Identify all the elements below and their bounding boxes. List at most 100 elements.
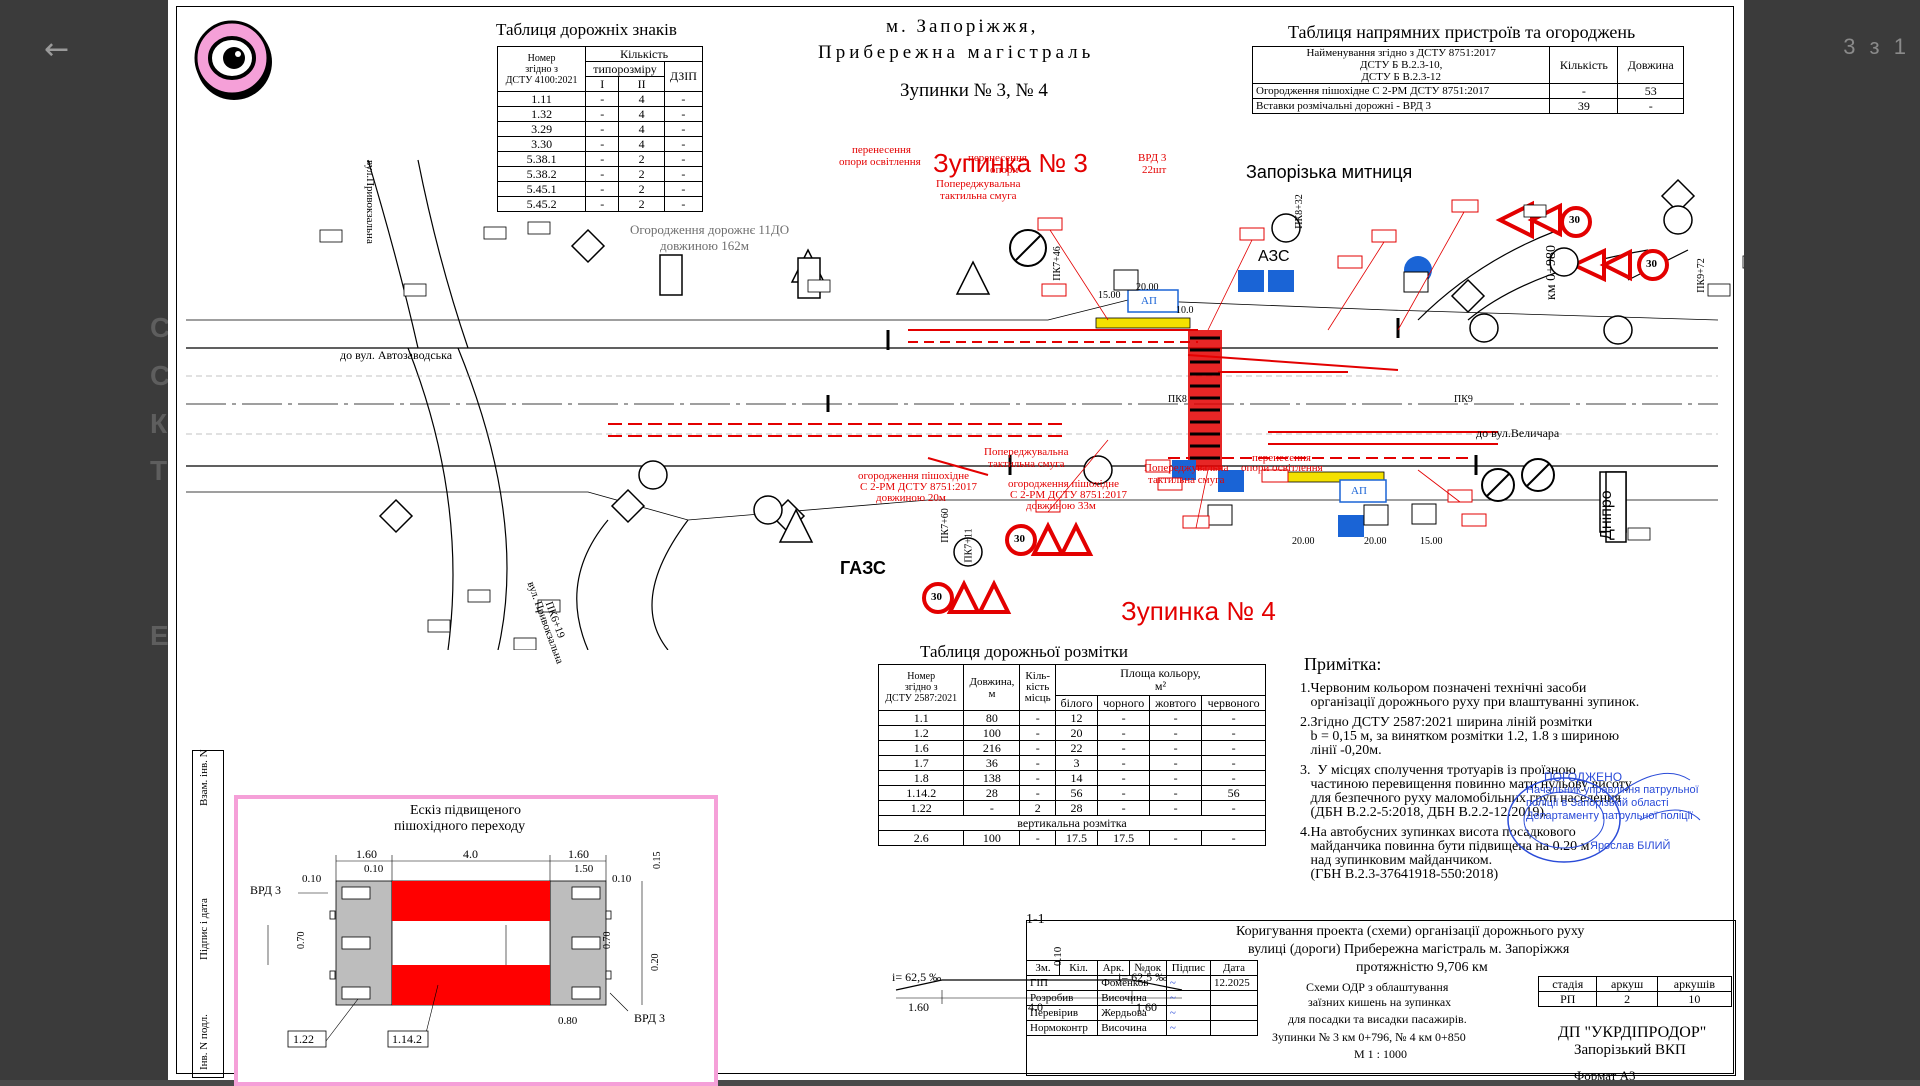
table-cell: - bbox=[663, 166, 704, 182]
marking-table-head-area-unit: м² bbox=[1154, 679, 1167, 693]
vrd3-label: ВРД 3 bbox=[1138, 152, 1167, 164]
callout-box bbox=[1041, 283, 1067, 297]
note-line: 3. У місцях сполучення тротуарів із прої… bbox=[1300, 763, 1576, 778]
table-cell: 12.2025 bbox=[1210, 975, 1258, 991]
bus-shelter-label: АП bbox=[1141, 295, 1157, 307]
speed-limit-value: 30 bbox=[1569, 214, 1580, 226]
bus-stop-sign-icon bbox=[1172, 460, 1196, 480]
side-road-1 bbox=[407, 347, 454, 650]
table-cell: - bbox=[1097, 725, 1151, 741]
road-sign-icon bbox=[753, 495, 783, 525]
note-line: майданчика повинна бути підвищена на 0.2… bbox=[1300, 839, 1590, 854]
label-box bbox=[319, 229, 343, 243]
marking-table-head-length: Довжина, bbox=[969, 675, 1015, 688]
table-row: 5.45.2-2- bbox=[496, 196, 704, 212]
table-cell: Огородження пішохідне С 2-РМ ДСТУ 8751:2… bbox=[1251, 83, 1551, 99]
table-cell: Розробив bbox=[1025, 990, 1099, 1006]
road-sign-icon bbox=[1603, 315, 1633, 345]
seal-icon bbox=[1507, 777, 1621, 863]
speed-limit-value: 30 bbox=[1014, 533, 1025, 545]
crossing-red-strip bbox=[392, 965, 550, 1005]
background-letter: Т bbox=[150, 455, 168, 486]
sketch-dimension: 1.60 bbox=[568, 847, 589, 861]
table-cell: 80 bbox=[963, 710, 1021, 726]
table-cell: 17.5 bbox=[1097, 830, 1151, 846]
table-cell: - bbox=[663, 196, 704, 212]
move-support-label: опори bbox=[990, 164, 1019, 176]
table-cell: 56 bbox=[1054, 785, 1099, 801]
priority-road-sign-icon bbox=[610, 488, 646, 524]
table-cell: - bbox=[1201, 710, 1266, 726]
table-cell: - bbox=[1149, 725, 1203, 741]
customs-label: Запорізька митниця bbox=[1246, 162, 1413, 182]
seal-icon bbox=[1523, 791, 1605, 849]
sketch-dimension: 0.70 bbox=[296, 931, 307, 950]
vrd3-insert bbox=[605, 970, 612, 980]
red-marking-line bbox=[1187, 354, 1399, 371]
table-cell: - bbox=[1149, 755, 1203, 771]
bus-platform-stop3 bbox=[1095, 317, 1191, 329]
notes-title: Примітка: bbox=[1304, 654, 1382, 674]
title-block-scale: М 1 : 1000 bbox=[1354, 1047, 1408, 1061]
tactile-strip-label: Попереджувальна bbox=[984, 446, 1069, 458]
vrd3-insert bbox=[571, 986, 601, 1000]
sketch-vrd3-label: ВРД 3 bbox=[634, 1011, 665, 1025]
bus-shelter-stop3 bbox=[1127, 289, 1179, 313]
label-box bbox=[1707, 283, 1731, 297]
table-cell: - bbox=[1201, 800, 1266, 816]
table-row: 5.38.1-2- bbox=[496, 151, 704, 167]
table-cell: 28 bbox=[963, 785, 1021, 801]
vrd3-insert bbox=[571, 886, 601, 900]
side-road-4 bbox=[417, 159, 469, 349]
eye-logo-icon[interactable] bbox=[190, 18, 274, 102]
title-block-desc: для посадки та висадки пасажирів. bbox=[1288, 1012, 1467, 1026]
approval-name: Ярослав БІЛИЙ bbox=[1590, 840, 1671, 852]
fence-length: довжиною 162м bbox=[660, 238, 749, 253]
label-box bbox=[513, 637, 537, 650]
table-cell: 100 bbox=[963, 830, 1021, 846]
table-cell: - bbox=[1149, 710, 1203, 726]
fence-label: огородження пішохідне bbox=[1008, 478, 1119, 490]
title-block-desc: Схеми ОДР з облаштування bbox=[1306, 980, 1449, 994]
table-row: 3.30-4- bbox=[496, 136, 704, 152]
section-slope: i= 62,5 ‰ bbox=[892, 970, 942, 984]
section-label: 1-1 bbox=[1026, 912, 1045, 927]
side-stamp-label: Взам. інв. N bbox=[198, 749, 210, 806]
title-block-title: Коригування проекта (схеми) організації … bbox=[1236, 924, 1585, 939]
table-cell: 17.5 bbox=[1054, 830, 1099, 846]
table-cell: 22 bbox=[1054, 740, 1099, 756]
road-sign-icon bbox=[1083, 455, 1113, 485]
marking-callout bbox=[287, 1030, 327, 1048]
fence-label: огородження пішохідне bbox=[858, 470, 969, 482]
side-stamp-label: Підпис і дата bbox=[198, 898, 210, 960]
road-sign-icon bbox=[1411, 503, 1437, 525]
back-arrow-icon[interactable]: ← bbox=[44, 32, 70, 67]
table-cell: - bbox=[1097, 770, 1151, 786]
signs-table-head-number: Номер bbox=[527, 52, 556, 64]
table-cell: - bbox=[1019, 785, 1056, 801]
table-cell: Арк. bbox=[1097, 960, 1130, 976]
note-line: (ГБН В.2.3-37641918-550:2018) bbox=[1300, 867, 1499, 882]
table-cell: 2 bbox=[1019, 800, 1056, 816]
table-cell: 3 bbox=[1054, 755, 1099, 771]
table-cell: 12 bbox=[1054, 710, 1099, 726]
road-sign-icon bbox=[1207, 504, 1233, 526]
vrd3-insert bbox=[341, 986, 371, 1000]
marking-table-head-number: згідно з bbox=[904, 682, 938, 693]
marking-table-head-count: місць bbox=[1024, 692, 1051, 704]
table-cell: - bbox=[1201, 755, 1266, 771]
table-cell: 100 bbox=[963, 725, 1021, 741]
table-cell: 1.8 bbox=[877, 770, 965, 786]
table-row: 3.29-4- bbox=[496, 121, 704, 137]
leader-line bbox=[1397, 211, 1465, 331]
km-marker: км 0+980 bbox=[1544, 244, 1559, 300]
marking-table-title: Таблиця дорожньої розмітки bbox=[920, 642, 1129, 661]
bus-shelter-label: АП bbox=[1351, 485, 1367, 497]
road-sign-icon bbox=[1549, 247, 1579, 277]
table-cell bbox=[1210, 1020, 1258, 1036]
table-cell: 5.38.1 bbox=[496, 151, 587, 167]
priority-road-sign-icon bbox=[1450, 278, 1486, 314]
table-cell: - bbox=[1097, 710, 1151, 726]
stop3-label: Зупинка № 3 bbox=[933, 148, 1088, 178]
